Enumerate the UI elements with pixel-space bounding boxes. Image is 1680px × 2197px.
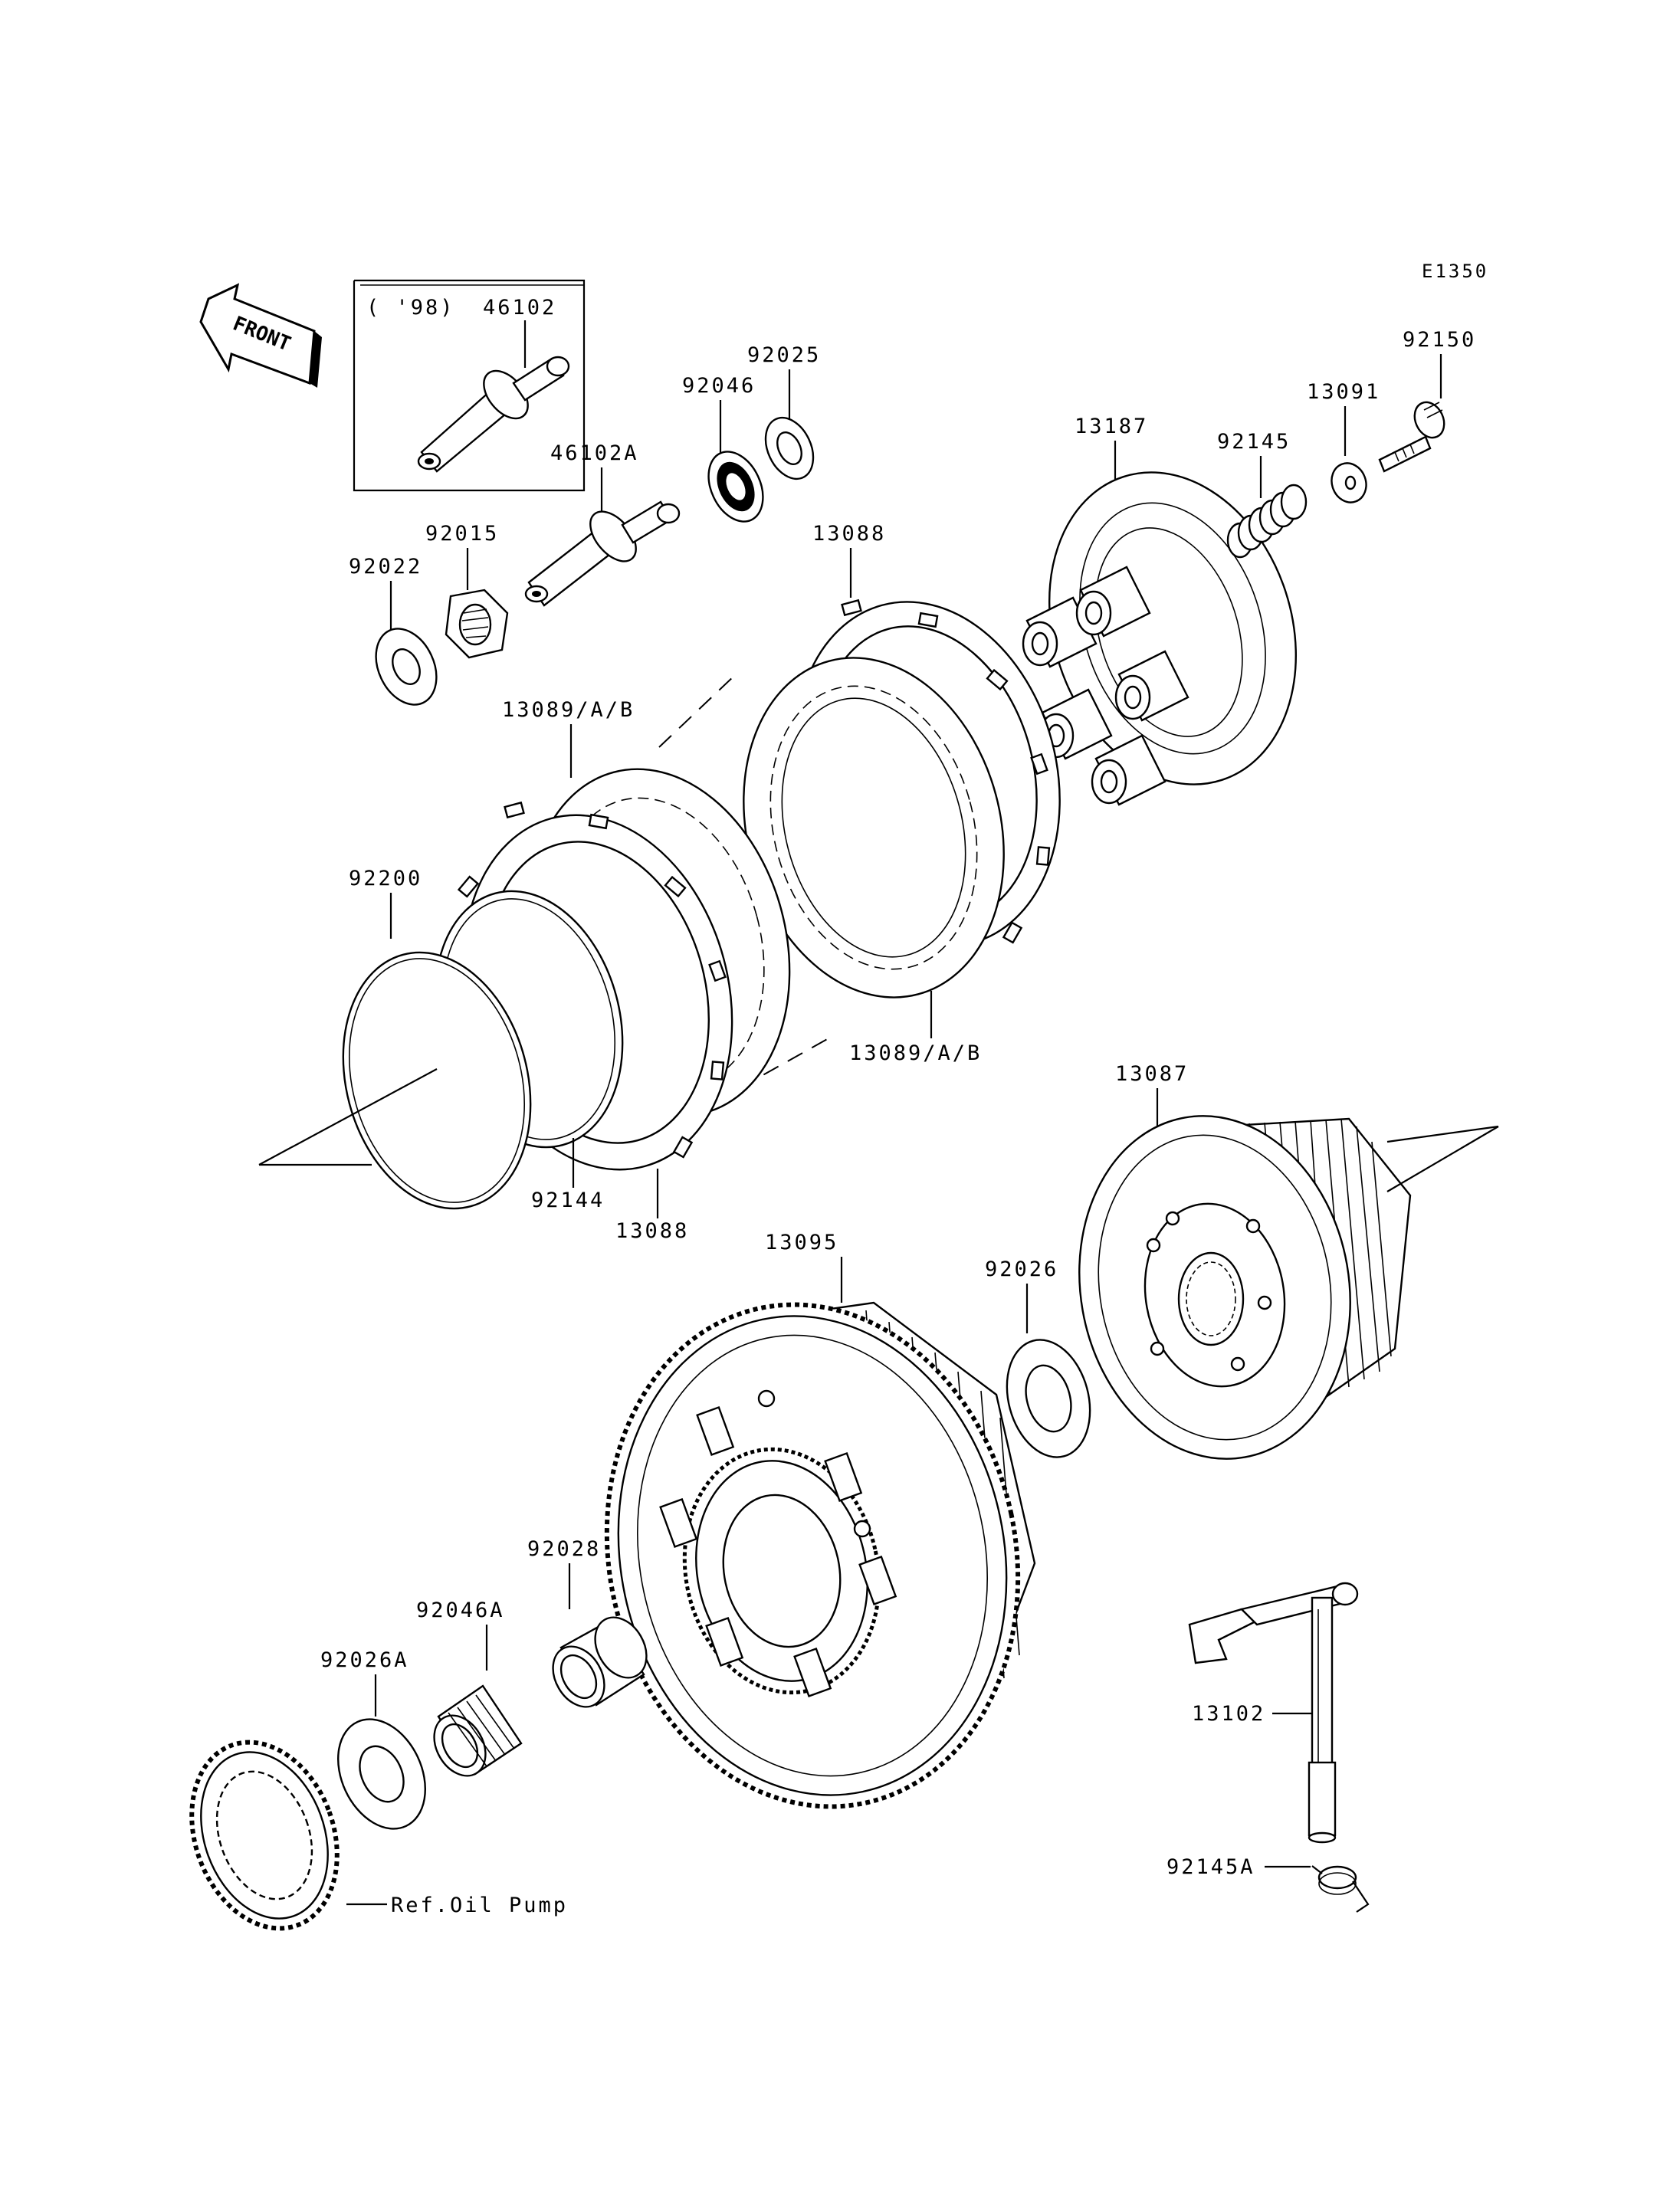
push-rod-shaft-46102A	[524, 500, 681, 607]
label-13089-bottom: 13089/A/B	[849, 1041, 982, 1065]
spring-seat-13091	[1331, 462, 1367, 503]
oil-pump-gear	[189, 1740, 340, 1931]
sleeve-92028	[552, 1616, 648, 1708]
washer-92026A	[337, 1718, 426, 1830]
label-92046A: 92046A	[416, 1599, 505, 1622]
needle-bearing-92046A	[433, 1684, 523, 1777]
label-92025: 92025	[747, 343, 821, 367]
washer-92022	[375, 628, 438, 706]
label-46102A: 46102A	[550, 441, 639, 465]
front-arrow-icon: FRONT	[199, 283, 322, 388]
label-92144: 92144	[531, 1189, 605, 1212]
ref-oil-pump-label: Ref.Oil Pump	[391, 1894, 568, 1917]
bolt-92150	[1378, 401, 1445, 473]
torsion-spring-92145A	[1311, 1865, 1370, 1913]
thrust-bearing-92046	[707, 451, 764, 523]
label-92026A: 92026A	[320, 1648, 409, 1672]
label-13087: 13087	[1115, 1062, 1189, 1086]
clutch-hub-13087	[1078, 1115, 1412, 1460]
label-92015: 92015	[425, 522, 499, 546]
washer-92025	[764, 416, 815, 480]
label-13091: 13091	[1307, 380, 1380, 404]
label-92200: 92200	[349, 867, 422, 890]
push-rod-shaft-46102	[417, 356, 570, 473]
label-92145: 92145	[1217, 430, 1291, 454]
label-13102: 13102	[1192, 1702, 1265, 1726]
hex-nut-92015	[445, 589, 509, 659]
label-92150: 92150	[1403, 328, 1476, 352]
label-13095: 13095	[765, 1231, 838, 1254]
clutch-housing-13095	[604, 1301, 1036, 1809]
label-92028: 92028	[527, 1537, 601, 1561]
snap-ring-92200	[342, 951, 532, 1210]
label-92145A: 92145A	[1166, 1855, 1255, 1879]
diagram-code: E1350	[1422, 261, 1488, 282]
label-92046: 92046	[682, 374, 756, 398]
release-shaft-13102	[1188, 1582, 1359, 1844]
inset-98-box: ( '98) 46102	[353, 279, 586, 492]
label-92022: 92022	[349, 555, 422, 579]
label-13187: 13187	[1075, 415, 1148, 438]
label-13089-top: 13089/A/B	[502, 698, 635, 722]
label-92026: 92026	[985, 1258, 1058, 1281]
label-13088-top: 13088	[812, 522, 886, 546]
inset-year-label: ( '98)	[366, 296, 455, 320]
washer-92026	[1006, 1339, 1091, 1458]
clutch-spring-92145	[1226, 484, 1308, 559]
label-13088-bottom: 13088	[615, 1219, 689, 1243]
label-46102: 46102	[483, 296, 556, 320]
